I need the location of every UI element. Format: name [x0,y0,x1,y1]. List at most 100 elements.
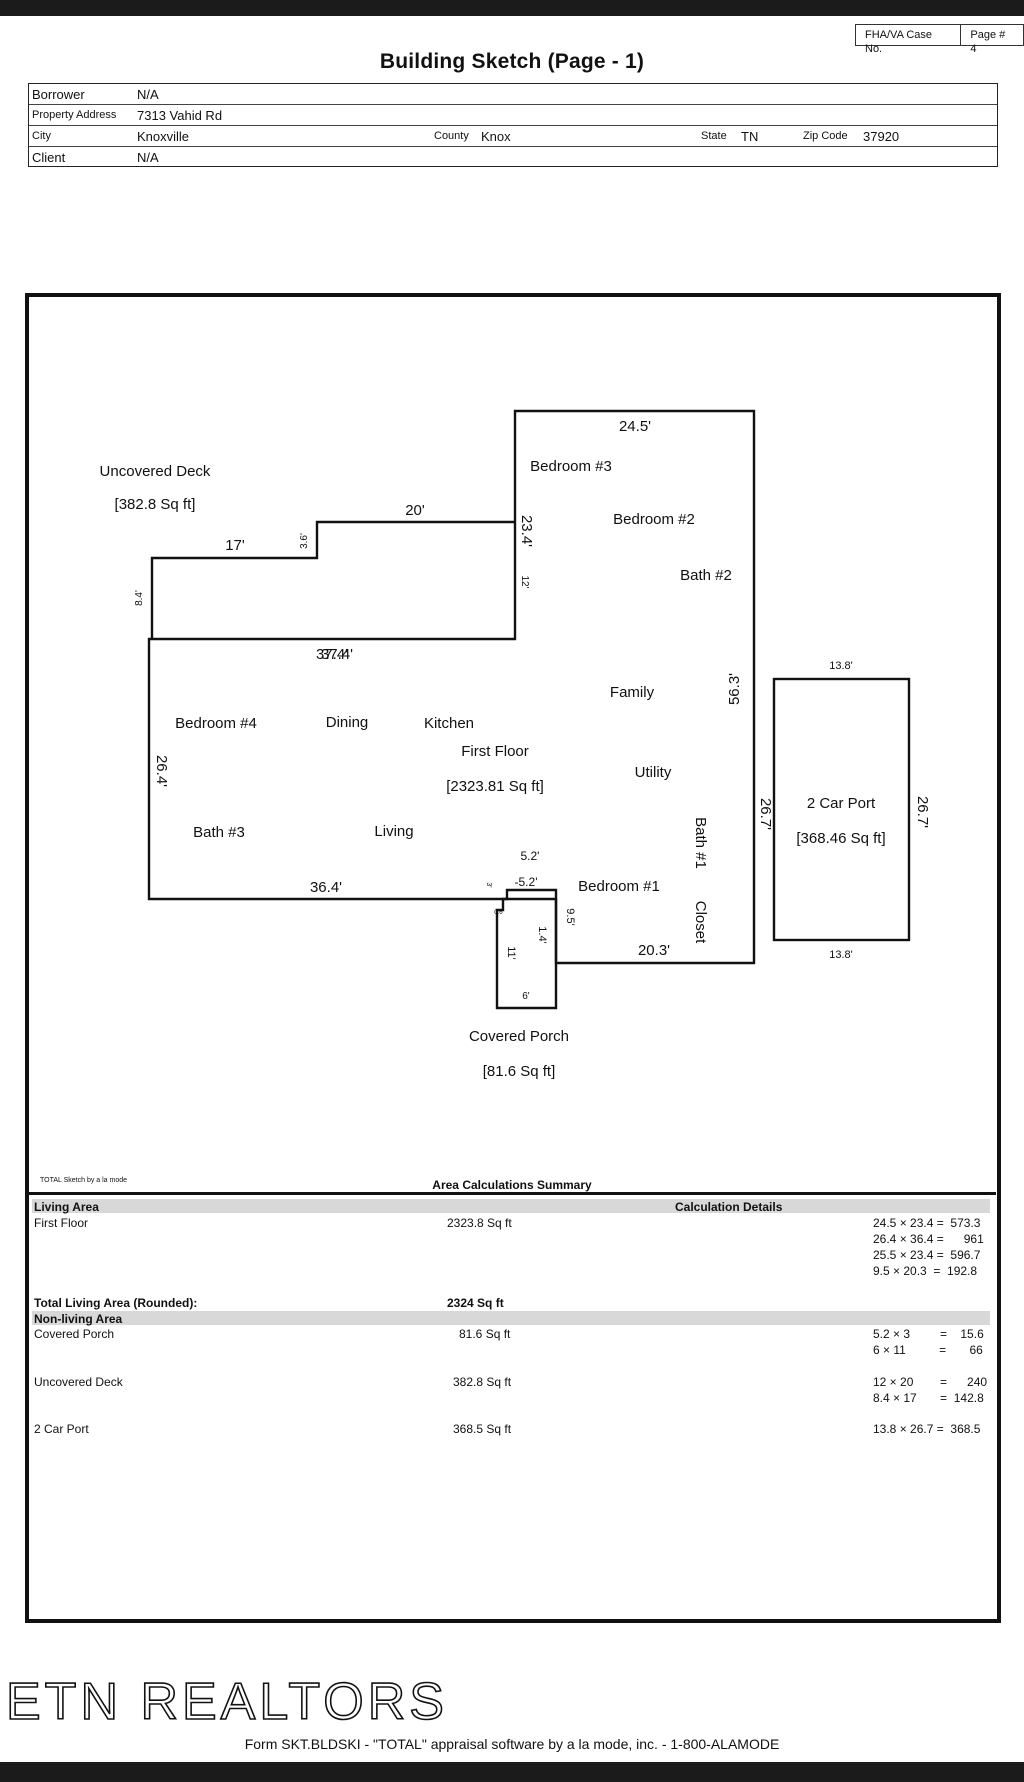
client-value: N/A [137,150,159,165]
room-kitchen: Kitchen [424,715,474,732]
county-label: County [434,130,469,142]
carport-outline [772,677,911,942]
dim-deck-width: 17' [225,537,245,554]
fha-case-label: FHA/VA Case No. [865,29,933,55]
carport-name: 2 Car Port [807,795,876,812]
dim-main-top-a: 37.4' [316,646,348,663]
porch-calc: 5.2 × 3 = 15.6 6 × 11 = 66 [873,1327,984,1357]
nonliving-area-bar [32,1311,990,1325]
carport-calc: 13.8 × 26.7 = 368.5 [873,1422,981,1436]
first-floor-area: 2323.8 Sq ft [447,1216,512,1230]
dim-upper-wing-height: 23.4' [518,515,535,547]
dim-right-height: 56.3' [726,673,743,705]
dim-porch-depth: 11' [505,946,517,960]
summary-divider [28,1192,996,1195]
dim-porch-offset: 1.4' [536,926,548,943]
dim-left-height: 26.4' [153,755,170,787]
calc-details-heading: Calculation Details [675,1200,783,1214]
top-bar [0,0,1024,16]
deck-calc: 12 × 20 = 240 8.4 × 17 = 142.8 [873,1375,988,1405]
first-floor-outline [147,409,756,965]
deck-name: Uncovered Deck [100,463,211,480]
carport-label: 2 Car Port [34,1422,89,1436]
bottom-bar [0,1762,1024,1782]
dim-bedroom1-depth: 9.5' [564,908,576,925]
zip-value: 37920 [863,129,900,144]
address-label: Property Address [32,109,117,121]
deck-area: [382.8 Sq ft] [115,496,196,513]
room-bedroom-1: Bedroom #1 [578,878,660,895]
dim-carport-bottom: 13.8' [829,949,853,961]
client-label: Client [32,150,66,165]
dim-porch-small: 0.6' [494,910,504,916]
dim-carport-top: 13.8' [829,660,853,672]
dim-bottom-width: 36.4' [310,879,342,896]
living-area-heading: Living Area [34,1200,99,1214]
client-row: Client N/A [29,147,997,167]
room-closet: Closet [692,901,709,944]
state-label: State [701,130,727,142]
dim-main-top-b: 37.4' [321,646,353,663]
room-bedroom-3: Bedroom #3 [530,458,612,475]
first-floor-label: First Floor [34,1216,88,1230]
dim-top-width: 24.5' [619,418,651,435]
porch-name: Covered Porch [469,1028,569,1045]
form-footer: Form SKT.BLDSKI - "TOTAL" appraisal soft… [244,1736,780,1752]
address-value: 7313 Vahid Rd [137,108,223,123]
room-living: Living [374,823,413,840]
room-bath-1: Bath #1 [692,817,709,869]
borrower-row: Borrower N/A [29,84,997,105]
sketch-frame: Uncovered Deck [382.8 Sq ft] First Floor… [25,293,1001,1623]
porch-outline [495,897,558,1010]
brand-logo: ETN REALTORS [5,1672,448,1732]
zip-label: Zip Code [803,130,848,142]
deck-label: Uncovered Deck [34,1375,123,1389]
dim-right-inner-height: 26.7' [757,798,774,830]
nonliving-heading: Non-living Area [34,1312,123,1326]
city-row: City Knoxville County Knox State TN Zip … [29,126,997,147]
deck-summary-area: 382.8 Sq ft [453,1375,512,1389]
room-bedroom-2: Bedroom #2 [613,511,695,528]
dim-bedroom1-width: 20.3' [638,942,670,959]
carport-area: [368.46 Sq ft] [796,830,885,847]
room-bath-2: Bath #2 [680,567,732,584]
address-row: Property Address 7313 Vahid Rd [29,105,997,126]
borrower-value: N/A [137,87,159,102]
total-living-value: 2324 Sq ft [447,1296,504,1310]
porch-area: [81.6 Sq ft] [483,1063,556,1080]
dim-deck-step: 3.6' [299,533,310,549]
state-value: TN [741,129,759,144]
total-living-label: Total Living Area (Rounded): [34,1296,198,1310]
dim-deck-step-width: 20' [405,502,425,519]
page-number: Page # 4 [960,25,1023,55]
dim-deck-left: 8.4' [134,590,145,606]
dim-deck-depth: 12' [519,575,530,588]
borrower-label: Borrower [32,87,85,102]
room-bath-3: Bath #3 [193,824,245,841]
porch-label: Covered Porch [34,1327,115,1341]
porch-summary-area: 81.6 Sq ft [459,1327,511,1341]
county-value: Knox [481,129,511,144]
page-title: Building Sketch (Page - 1) [379,50,645,73]
sketch-caption: TOTAL Sketch by a la mode [40,1177,128,1184]
city-label: City [32,130,51,142]
first-floor-calc: 24.5 × 23.4 = 573.3 26.4 × 36.4 = 961 25… [873,1216,984,1278]
room-bedroom-4: Bedroom #4 [175,715,257,732]
carport-summary-area: 368.5 Sq ft [453,1422,512,1436]
dim-porch-top: 5.2' [521,849,540,863]
case-number-box: FHA/VA Case No. Page # 4 [855,24,1024,55]
city-value: Knoxville [137,129,190,144]
room-family: Family [610,684,655,701]
floor-name: First Floor [461,743,529,760]
dim-porch-width: 6' [522,991,530,1002]
dim-porch-step: 3' [485,882,492,887]
deck-outline [150,520,515,639]
dim-porch-inner: -5.2' [515,875,538,889]
room-utility: Utility [635,764,672,781]
floor-area: [2323.81 Sq ft] [446,778,544,795]
dim-carport-height: 26.7' [914,796,931,828]
room-dining: Dining [326,714,369,731]
floor-plan-sketch: Uncovered Deck [382.8 Sq ft] First Floor… [100,409,931,1080]
property-info-table: Borrower N/A Property Address 7313 Vahid… [28,83,998,167]
living-area-bar [32,1199,990,1213]
